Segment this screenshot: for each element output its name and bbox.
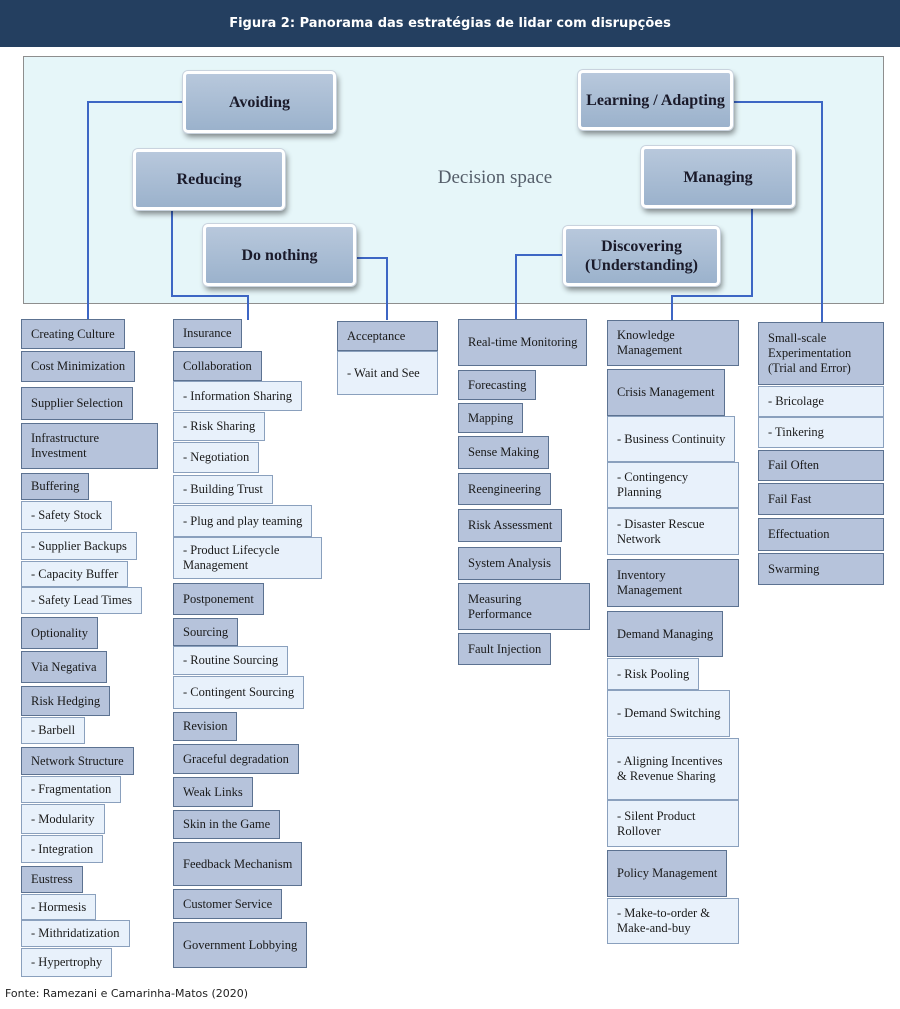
item-measuring-performance: Measuring Performance [458, 583, 590, 630]
item-inventory-management: Inventory Management [607, 559, 739, 607]
item-building-trust: - Building Trust [173, 475, 273, 504]
item-skin-in-the-game: Skin in the Game [173, 810, 281, 839]
item-small-scale-experimentation: Small-scale Experimentation (Trial and E… [758, 322, 884, 385]
strategy-learning-adapting: Learning / Adapting [578, 70, 733, 130]
item-via-negativa: Via Negativa [21, 651, 107, 683]
item-reengineering: Reengineering [458, 473, 551, 505]
item-supplier-selection: Supplier Selection [21, 387, 133, 420]
item-information-sharing: - Information Sharing [173, 381, 303, 411]
item-government-lobbying: Government Lobbying [173, 922, 308, 968]
item-silent-product-rollover: - Silent Product Rollover [607, 800, 739, 847]
item-disaster-rescue-network: - Disaster Rescue Network [607, 508, 739, 555]
item-contingent-sourcing: - Contingent Sourcing [173, 676, 305, 709]
item-make-to-order-make-and-buy: - Make-to-order & Make-and-buy [607, 898, 739, 944]
item-sense-making: Sense Making [458, 436, 550, 469]
item-demand-managing: Demand Managing [607, 611, 724, 657]
item-cost-minimization: Cost Minimization [21, 351, 136, 382]
strategy-managing: Managing [641, 146, 795, 208]
strategy-avoiding: Avoiding [183, 71, 336, 133]
item-mithridatization: - Mithridatization [21, 920, 130, 947]
item-collaboration: Collaboration [173, 351, 262, 381]
item-capacity-buffer: - Capacity Buffer [21, 561, 129, 587]
item-crisis-management: Crisis Management [607, 369, 725, 416]
item-sourcing: Sourcing [173, 618, 239, 646]
item-customer-service: Customer Service [173, 889, 283, 919]
item-eustress: Eustress [21, 866, 83, 893]
item-buffering: Buffering [21, 473, 90, 500]
figure-source: Fonte: Ramezani e Camarinha-Matos (2020) [5, 987, 249, 1000]
item-swarming: Swarming [758, 553, 884, 585]
item-knowledge-management: Knowledge Management [607, 320, 739, 366]
item-integration: - Integration [21, 835, 104, 863]
item-plug-and-play-teaming: - Plug and play teaming [173, 505, 313, 537]
strategy-reducing: Reducing [133, 149, 285, 210]
item-risk-hedging: Risk Hedging [21, 686, 111, 716]
item-weak-links: Weak Links [173, 777, 253, 807]
item-creating-culture: Creating Culture [21, 319, 125, 349]
item-fragmentation: - Fragmentation [21, 776, 122, 803]
item-product-lifecycle-management: - Product Lifecycle Management [173, 537, 322, 579]
item-postponement: Postponement [173, 583, 264, 615]
item-fail-often: Fail Often [758, 450, 884, 481]
item-forecasting: Forecasting [458, 370, 537, 400]
item-aligning-incentives-revenue-sharing: - Aligning Incentives & Revenue Sharing [607, 738, 739, 800]
item-negotiation: - Negotiation [173, 442, 260, 473]
item-infrastructure-investment: Infrastructure Investment [21, 423, 158, 469]
item-contingency-planning: - Contingency Planning [607, 462, 739, 508]
item-policy-management: Policy Management [607, 850, 728, 897]
item-safety-lead-times: - Safety Lead Times [21, 587, 143, 614]
item-revision: Revision [173, 712, 238, 741]
item-network-structure: Network Structure [21, 747, 134, 775]
item-feedback-mechanism: Feedback Mechanism [173, 842, 303, 886]
decision-space-label: Decision space [437, 167, 553, 188]
item-hormesis: - Hormesis [21, 894, 97, 920]
item-barbell: - Barbell [21, 717, 86, 744]
item-fail-fast: Fail Fast [758, 483, 884, 515]
item-wait-and-see: - Wait and See [337, 351, 438, 395]
item-supplier-backups: - Supplier Backups [21, 532, 137, 560]
item-hypertrophy: - Hypertrophy [21, 948, 113, 977]
item-modularity: - Modularity [21, 804, 105, 834]
item-optionality: Optionality [21, 617, 98, 649]
item-effectuation: Effectuation [758, 518, 884, 551]
item-graceful-degradation: Graceful degradation [173, 744, 299, 774]
item-risk-assessment: Risk Assessment [458, 509, 563, 542]
item-real-time-monitoring: Real-time Monitoring [458, 319, 588, 366]
item-risk-sharing: - Risk Sharing [173, 412, 266, 441]
figure-title: Figura 2: Panorama das estratégias de li… [0, 0, 900, 47]
item-acceptance: Acceptance [337, 321, 438, 351]
strategy-discovering: Discovering (Understanding) [563, 226, 720, 286]
strategy-do-nothing: Do nothing [203, 224, 356, 286]
item-bricolage: - Bricolage [758, 386, 884, 417]
item-safety-stock: - Safety Stock [21, 501, 112, 530]
item-insurance: Insurance [173, 319, 242, 348]
item-tinkering: - Tinkering [758, 417, 884, 448]
item-risk-pooling: - Risk Pooling [607, 658, 700, 690]
item-fault-injection: Fault Injection [458, 633, 552, 665]
item-business-continuity: - Business Continuity [607, 416, 736, 462]
item-routine-sourcing: - Routine Sourcing [173, 646, 289, 675]
item-system-analysis: System Analysis [458, 547, 561, 580]
item-demand-switching: - Demand Switching [607, 690, 731, 737]
item-mapping: Mapping [458, 403, 524, 433]
